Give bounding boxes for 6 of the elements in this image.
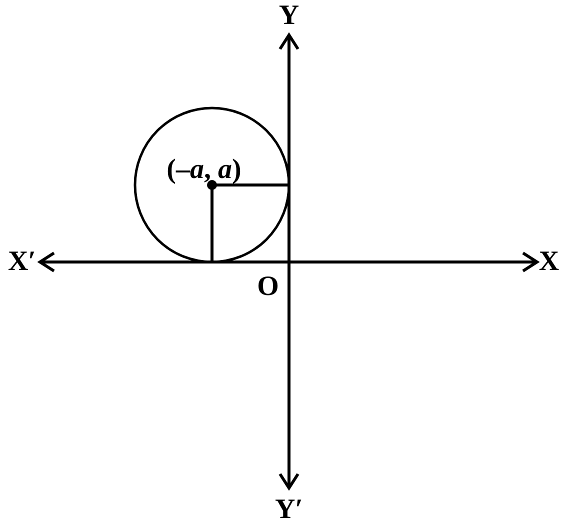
axis-label: Y xyxy=(278,2,300,30)
axis-label: Y′ xyxy=(274,496,304,524)
axis-label: X′ xyxy=(8,248,36,276)
origin-label: O xyxy=(257,273,279,301)
point-label: (–a, a) xyxy=(166,156,242,184)
axis-label: X xyxy=(538,248,560,276)
